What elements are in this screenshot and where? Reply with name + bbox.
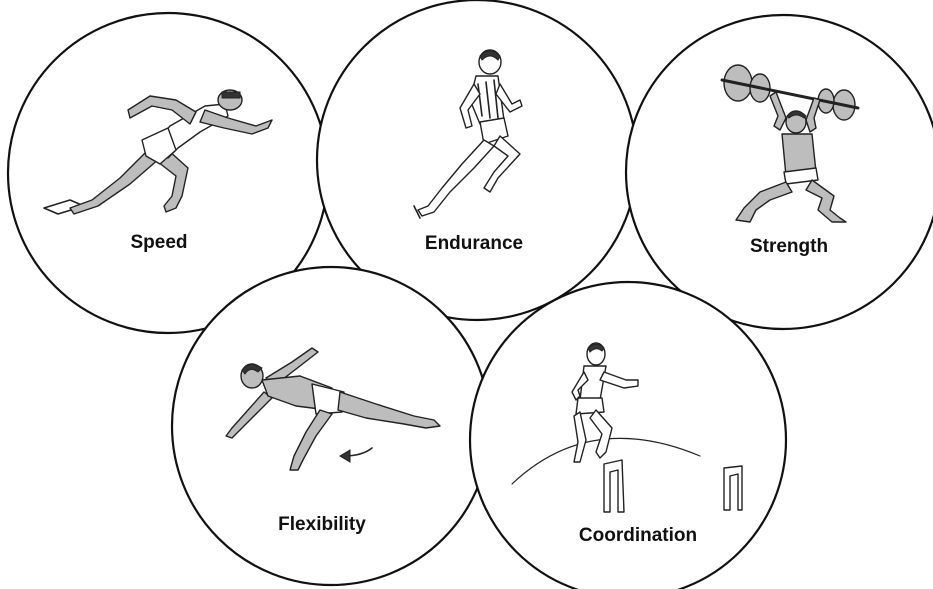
flexibility-label: Flexibility: [278, 514, 366, 535]
weightlifter-icon: [720, 64, 860, 223]
sprinter-start-icon: [43, 89, 273, 215]
flexibility-circle: Flexibility: [170, 265, 492, 587]
endurance-label: Endurance: [425, 233, 523, 254]
strength-circle: Strength: [624, 13, 933, 331]
speed-circle: Speed: [6, 11, 330, 335]
speed-label: Speed: [130, 232, 187, 253]
flexibility-athlete-icon: [225, 347, 441, 471]
strength-label: Strength: [750, 236, 828, 257]
coordination-label: Coordination: [579, 525, 697, 546]
coordination-circle: Coordination: [468, 280, 788, 589]
endurance-circle: Endurance: [315, 0, 639, 322]
distance-runner-icon: [413, 49, 523, 219]
hurdle-jumper-icon: [511, 342, 743, 513]
